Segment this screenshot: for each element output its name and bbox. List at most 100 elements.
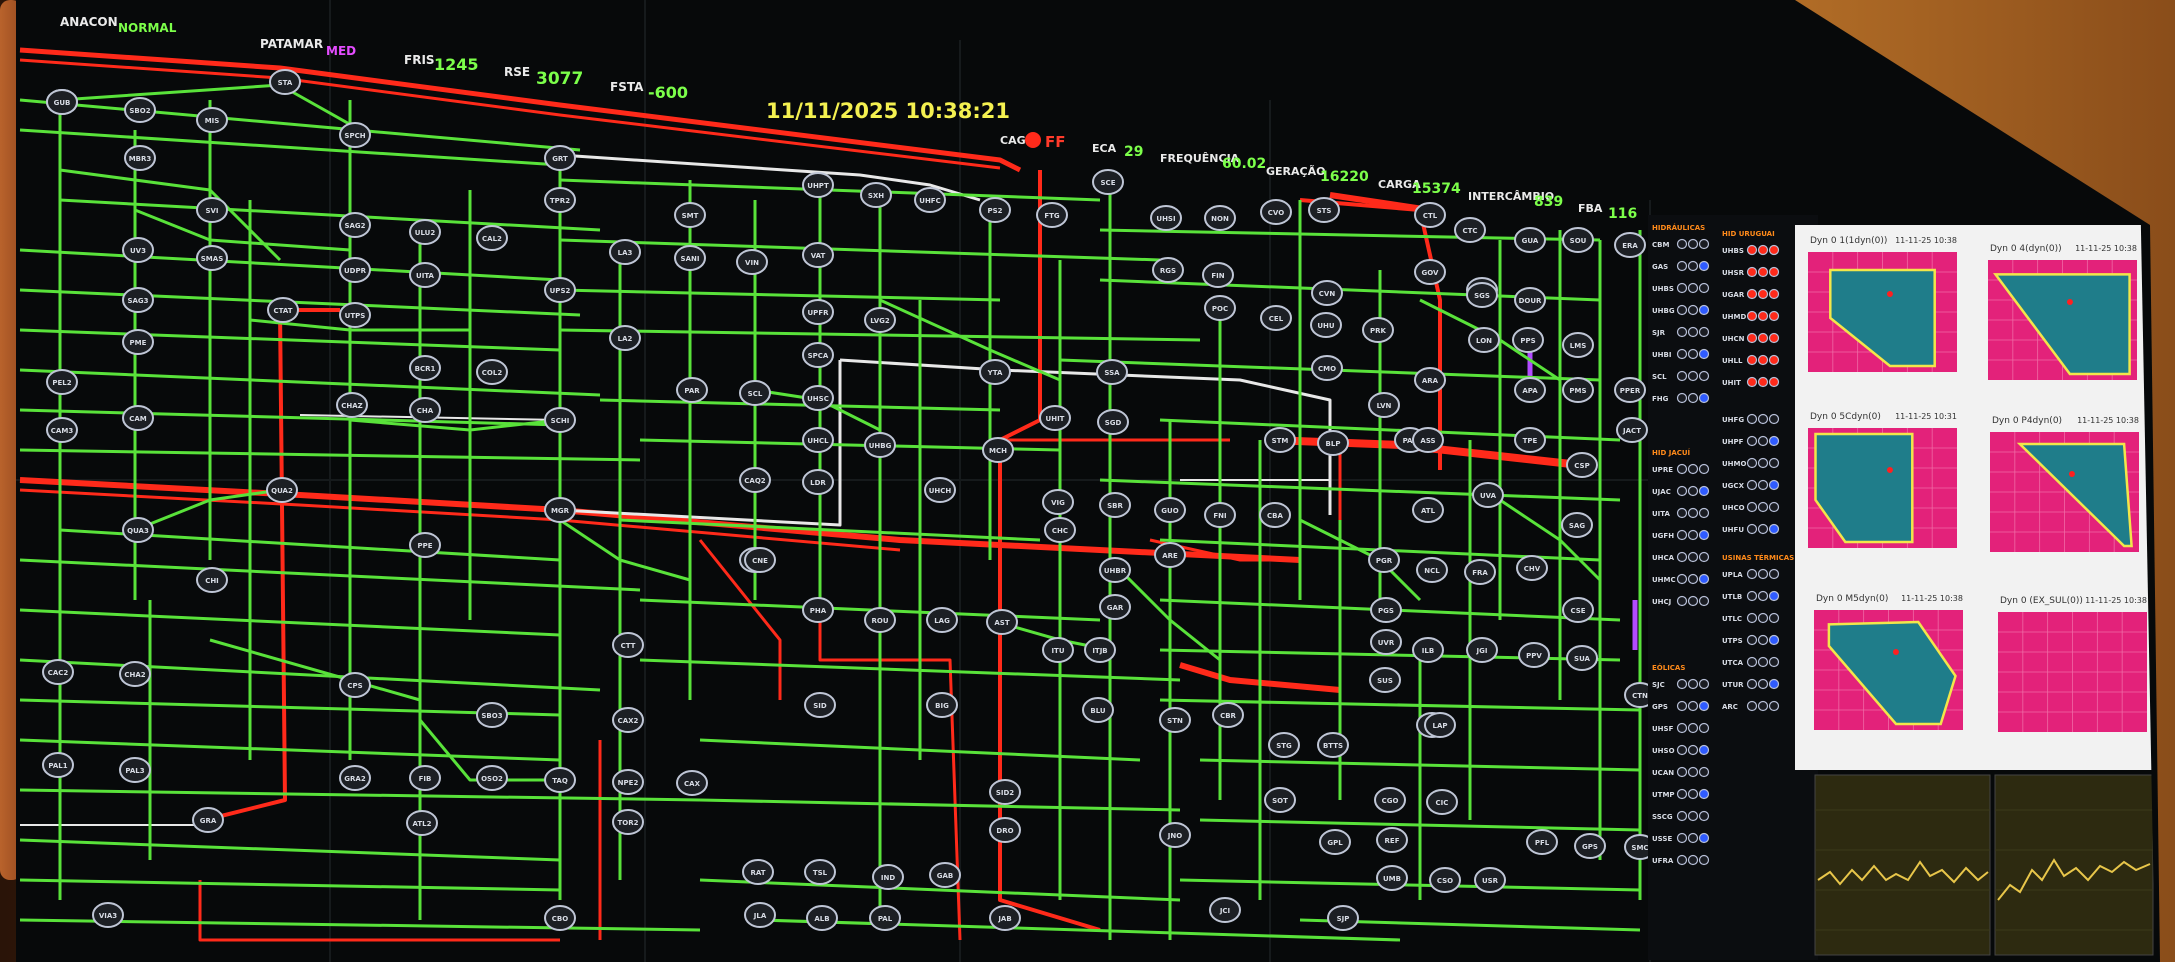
substation-node[interactable]: MBR3 xyxy=(124,145,156,171)
substation-node[interactable]: CHI xyxy=(196,567,228,593)
substation-node[interactable]: CAX xyxy=(676,770,708,796)
substation-node[interactable]: SSA xyxy=(1096,359,1128,385)
substation-node[interactable]: SID2 xyxy=(989,779,1021,805)
substation-node[interactable]: UHU xyxy=(1310,312,1342,338)
side-panel-row[interactable]: UPLA xyxy=(1722,568,1780,580)
substation-node[interactable]: TAQ xyxy=(544,767,576,793)
substation-node[interactable]: QUA2 xyxy=(266,477,298,503)
substation-node[interactable]: CVO xyxy=(1260,199,1292,225)
substation-node[interactable]: SCL xyxy=(739,380,771,406)
substation-node[interactable]: CAX2 xyxy=(612,707,644,733)
substation-node[interactable]: LVG2 xyxy=(864,307,896,333)
substation-node[interactable]: SGD xyxy=(1097,409,1129,435)
substation-node[interactable]: UDPR xyxy=(339,257,371,283)
substation-node[interactable]: CSP xyxy=(1566,452,1598,478)
substation-node[interactable]: CHA xyxy=(409,397,441,423)
side-panel-row[interactable]: UHBI xyxy=(1652,348,1710,360)
substation-node[interactable]: LAG xyxy=(926,607,958,633)
substation-node[interactable]: FNI xyxy=(1204,502,1236,528)
substation-node[interactable]: CBA xyxy=(1259,502,1291,528)
substation-node[interactable]: CNE xyxy=(744,547,776,573)
substation-node[interactable]: YTA xyxy=(979,359,1011,385)
substation-node[interactable]: CAQ2 xyxy=(739,467,771,493)
substation-node[interactable]: SID xyxy=(804,692,836,718)
substation-node[interactable]: ATL xyxy=(1412,497,1444,523)
substation-node[interactable]: GPS xyxy=(1574,833,1606,859)
substation-node[interactable]: CIC xyxy=(1426,789,1458,815)
substation-node[interactable]: DRO xyxy=(989,817,1021,843)
substation-node[interactable]: PHA xyxy=(802,597,834,623)
substation-node[interactable]: VIA3 xyxy=(92,902,124,928)
side-panel-row[interactable]: UFRA xyxy=(1652,854,1710,866)
substation-node[interactable]: LON xyxy=(1468,327,1500,353)
substation-node[interactable]: SCHI xyxy=(544,407,576,433)
substation-node[interactable]: LDR xyxy=(802,469,834,495)
side-panel-row[interactable]: UHCO xyxy=(1722,501,1780,513)
side-panel-row[interactable]: SCL xyxy=(1652,370,1710,382)
substation-node[interactable]: UVR xyxy=(1370,629,1402,655)
side-panel-row[interactable]: SJC xyxy=(1652,678,1710,690)
substation-node[interactable]: PRK xyxy=(1362,317,1394,343)
substation-node[interactable]: PEL2 xyxy=(46,369,78,395)
substation-node[interactable]: UPFR xyxy=(802,299,834,325)
substation-node[interactable]: CAM3 xyxy=(46,417,78,443)
substation-node[interactable]: NCL xyxy=(1416,557,1448,583)
side-panel-row[interactable]: UHSF xyxy=(1652,722,1710,734)
substation-node[interactable]: JACT xyxy=(1616,417,1648,443)
substation-node[interactable]: PAL3 xyxy=(119,757,151,783)
substation-node[interactable]: STA xyxy=(269,69,301,95)
substation-node[interactable]: GUO xyxy=(1154,497,1186,523)
substation-node[interactable]: UPS2 xyxy=(544,277,576,303)
substation-node[interactable]: GPL xyxy=(1319,829,1351,855)
substation-node[interactable]: SMAS xyxy=(196,245,228,271)
substation-node[interactable]: CHA2 xyxy=(119,661,151,687)
substation-node[interactable]: JNO xyxy=(1159,822,1191,848)
substation-node[interactable]: SAG2 xyxy=(339,212,371,238)
substation-node[interactable]: MGR xyxy=(544,497,576,523)
side-panel-row[interactable]: SSCG xyxy=(1652,810,1710,822)
substation-node[interactable]: CTAT xyxy=(267,297,299,323)
substation-node[interactable]: USR xyxy=(1474,867,1506,893)
substation-node[interactable]: STG xyxy=(1268,732,1300,758)
substation-node[interactable]: UHPT xyxy=(802,172,834,198)
substation-node[interactable]: CSO xyxy=(1429,867,1461,893)
substation-node[interactable]: TSL xyxy=(804,859,836,885)
side-panel-row[interactable]: UCAN xyxy=(1652,766,1710,778)
substation-node[interactable]: ITJB xyxy=(1084,637,1116,663)
substation-node[interactable]: PGR xyxy=(1368,547,1400,573)
substation-node[interactable]: PPS xyxy=(1512,327,1544,353)
substation-node[interactable]: CHV xyxy=(1516,555,1548,581)
substation-node[interactable]: GRA xyxy=(192,807,224,833)
substation-node[interactable]: JGI xyxy=(1466,637,1498,663)
substation-node[interactable]: SCE xyxy=(1092,169,1124,195)
substation-node[interactable]: CAL2 xyxy=(476,225,508,251)
substation-node[interactable]: GOV xyxy=(1414,259,1446,285)
side-panel-row[interactable]: UHSO xyxy=(1652,744,1710,756)
substation-node[interactable]: MIS xyxy=(196,107,228,133)
substation-node[interactable]: STN xyxy=(1159,707,1191,733)
substation-node[interactable]: VAT xyxy=(802,242,834,268)
substation-node[interactable]: BLP xyxy=(1317,430,1349,456)
substation-node[interactable]: CBO xyxy=(544,905,576,931)
substation-node[interactable]: NPE2 xyxy=(612,769,644,795)
substation-node[interactable]: SUA xyxy=(1566,645,1598,671)
substation-node[interactable]: PME xyxy=(122,329,154,355)
side-panel-row[interactable]: UHLL xyxy=(1722,354,1780,366)
side-panel-row[interactable]: UHIT xyxy=(1722,376,1780,388)
substation-node[interactable]: QUA3 xyxy=(122,517,154,543)
side-panel-row[interactable]: UHCN xyxy=(1722,332,1780,344)
substation-node[interactable]: CEL xyxy=(1260,305,1292,331)
side-panel-row[interactable]: UHBS xyxy=(1652,282,1710,294)
side-panel-row[interactable]: UHMO xyxy=(1722,457,1780,469)
side-panel-row[interactable]: UHBS xyxy=(1722,244,1780,256)
substation-node[interactable]: LAP xyxy=(1424,712,1456,738)
substation-node[interactable]: BTTS xyxy=(1317,732,1349,758)
substation-node[interactable]: SAG xyxy=(1561,512,1593,538)
substation-node[interactable]: POC xyxy=(1204,295,1236,321)
substation-node[interactable]: UHSC xyxy=(802,385,834,411)
substation-node[interactable]: BIG xyxy=(926,692,958,718)
side-panel-row[interactable]: UHPF xyxy=(1722,435,1780,447)
substation-node[interactable]: UVA xyxy=(1472,482,1504,508)
substation-node[interactable]: PPV xyxy=(1518,642,1550,668)
substation-node[interactable]: ARA xyxy=(1414,367,1446,393)
